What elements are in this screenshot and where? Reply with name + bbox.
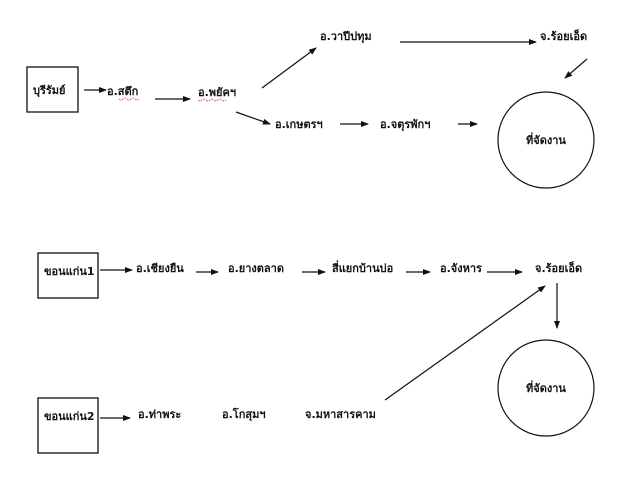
node-ban-bo-junction: สี่แยกบ้านบ่อ [332,260,393,275]
node-yang-talat: อ.ยางตลาด [228,262,284,275]
node-satuek: อ.สตึก [107,85,139,98]
arrow [564,58,588,79]
start-box-buriram [26,66,79,113]
start-box-khonkaen1 [37,252,99,299]
venue-circle-2 [497,339,595,437]
node-roiet-1: จ.ร้อยเอ็ด [540,29,587,43]
spellcheck-underline [118,97,140,101]
arrow [384,285,546,401]
node-tha-phra: อ.ท่าพระ [138,408,181,421]
node-kosum: อ.โกสุมฯ [222,407,266,422]
spellcheck-underline [197,98,227,102]
venue-label-2: ที่จัดงาน [526,380,566,395]
node-kaset-wisai: อ.เกษตรฯ [275,118,323,131]
arrow [235,111,271,125]
start-label-khonkaen1: ขอนแก่น1 [44,265,95,278]
start-label-buriram: บุรีรัมย์ [33,84,66,98]
venue-label-1: ที่จัดงาน [526,132,566,147]
start-label-khonkaen2: ขอนแก่น2 [44,410,95,423]
node-changhan: อ.จังหาร [440,262,482,275]
node-chaturaphak: อ.จตุรพักฯ [380,118,430,132]
node-maha-sarakham: จ.มหาสารคาม [305,408,376,421]
venue-circle-1 [497,91,595,189]
node-roiet-2: จ.ร้อยเอ็ด [535,261,582,275]
node-phayakkhaphum: อ.พยัคฯ [198,86,236,99]
arrow [261,47,317,89]
node-wapipathum: อ.วาปีปทุม [320,30,372,44]
node-chiang-yuen: อ.เชียงยืน [136,262,184,275]
start-box-khonkaen2 [37,397,99,454]
